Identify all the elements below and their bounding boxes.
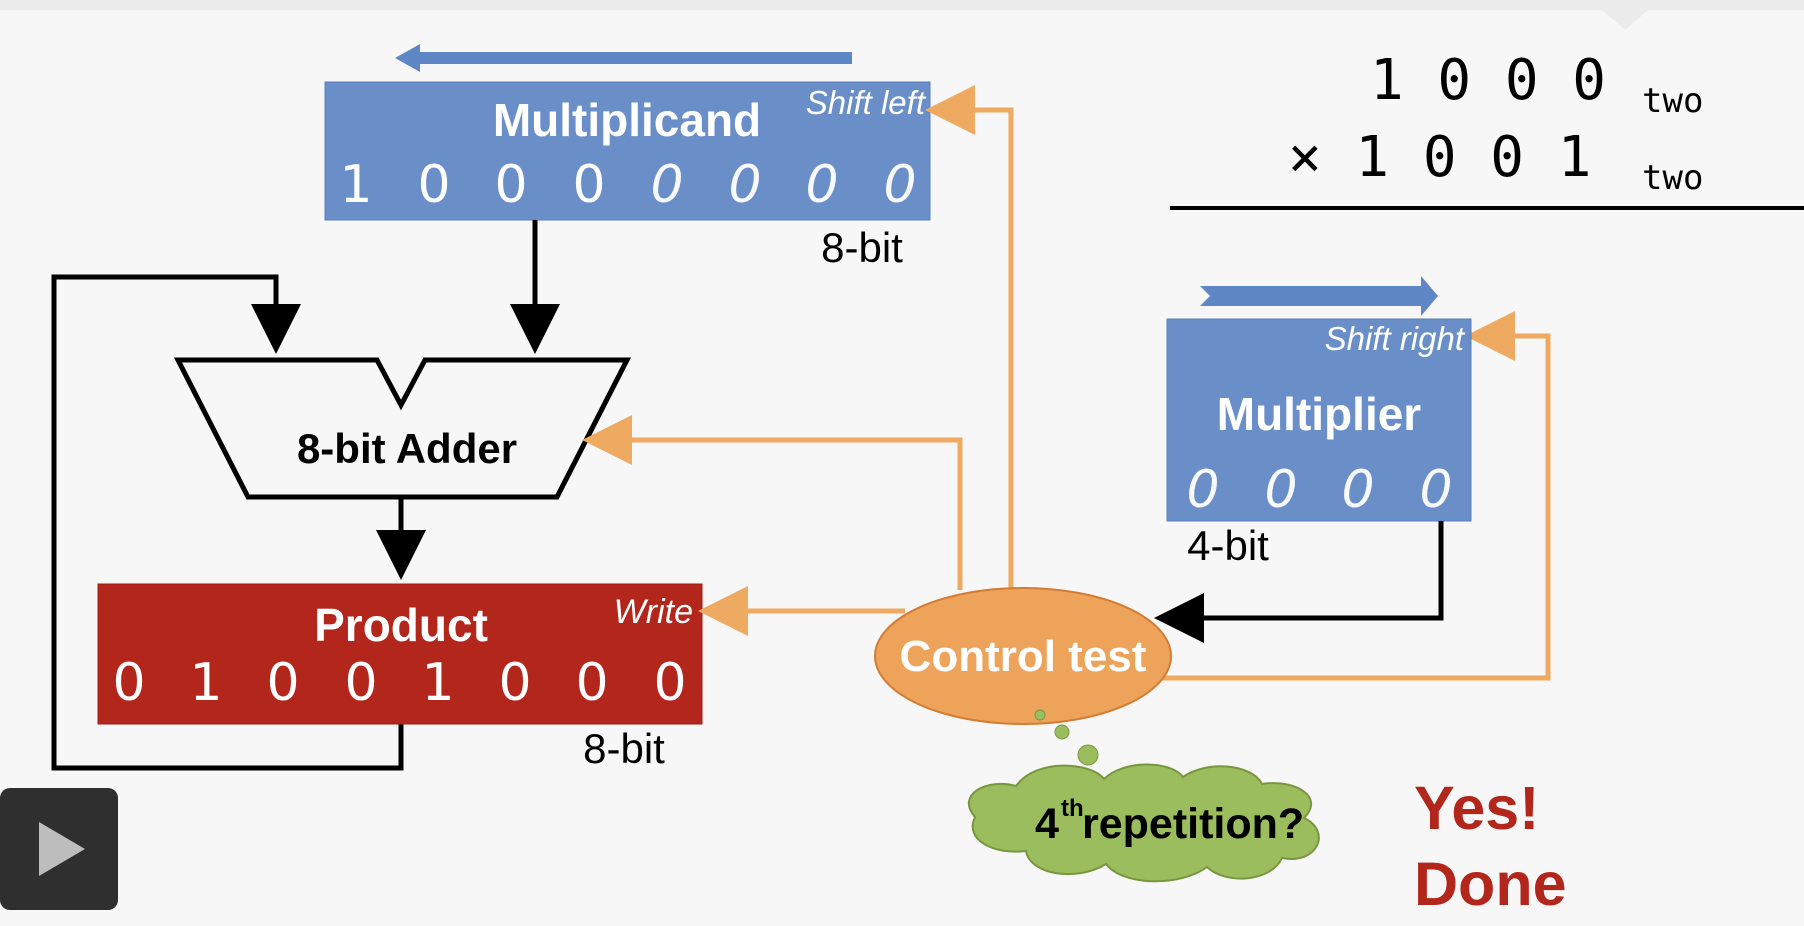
equation-row-1: 1 0 0 0 xyxy=(1370,48,1606,113)
top-edge xyxy=(0,0,1804,10)
yes-label: Yes! xyxy=(1414,774,1540,842)
multiplicand-shift-arrow xyxy=(395,44,852,72)
product-bit: 0 xyxy=(575,653,608,713)
adder-label: 8-bit Adder xyxy=(297,425,517,472)
multiplicand-bit: 0 xyxy=(572,155,605,215)
multiplicand-shift-left-label: Shift left xyxy=(806,84,927,121)
equation-row-2-subscript: two xyxy=(1642,158,1703,198)
control-to-multiplicand-wire xyxy=(925,85,1014,590)
control-to-adder-wire xyxy=(582,415,963,590)
play-button[interactable] xyxy=(0,788,118,910)
multiplier-size-label: 4-bit xyxy=(1187,522,1269,569)
equation-row-2: × 1 0 0 1 xyxy=(1288,125,1591,190)
eight-bit-adder xyxy=(173,357,632,500)
thought-number: 4 xyxy=(1035,800,1059,848)
multiplier-title: Multiplier xyxy=(1217,388,1422,440)
product-register xyxy=(97,583,703,725)
product-bit: 0 xyxy=(498,653,531,713)
corner-decoration xyxy=(1590,0,1660,30)
thought-dot-large xyxy=(1077,744,1099,766)
multiplier-bit: 0 xyxy=(1419,460,1452,520)
thought-superscript: th xyxy=(1061,795,1084,822)
product-write-label: Write xyxy=(614,593,693,631)
product-title: Product xyxy=(314,599,488,651)
product-size-label: 8-bit xyxy=(583,725,665,772)
control-test-label: Control test xyxy=(900,632,1147,681)
multiplicand-bit-shifted: 0 xyxy=(883,155,916,215)
multiplier-register xyxy=(1166,318,1472,522)
multiplicand-bit-shifted: 0 xyxy=(728,155,761,215)
multiplicand-bit: 0 xyxy=(494,155,527,215)
thought-dot-medium xyxy=(1054,724,1070,740)
control-to-multiplier-wire xyxy=(1160,311,1551,681)
product-bit: 0 xyxy=(344,653,377,713)
multiplier-shift-right-label: Shift right xyxy=(1325,320,1466,357)
done-label: Done xyxy=(1414,850,1567,918)
multiplier-to-control-wire xyxy=(1154,521,1444,643)
play-icon xyxy=(39,822,85,876)
multiplier-bit: 0 xyxy=(1341,460,1374,520)
multiplier-shift-arrow xyxy=(1200,276,1438,316)
multiplicand-bit-shifted: 0 xyxy=(650,155,683,215)
thought-dot-small xyxy=(1034,709,1046,721)
product-bit: 1 xyxy=(421,653,454,713)
repetition-cloud xyxy=(967,763,1320,883)
multiplicand-register xyxy=(324,81,931,221)
multiplicand-size-label: 8-bit xyxy=(821,224,903,271)
thought-question: repetition? xyxy=(1082,800,1304,848)
multiplier-bit: 0 xyxy=(1264,460,1297,520)
product-feedback-wire xyxy=(51,274,404,771)
multiplier-bit: 0 xyxy=(1186,460,1219,520)
product-bit: 0 xyxy=(112,653,145,713)
multiplicand-bit: 0 xyxy=(417,155,450,215)
multiplicand-bit-shifted: 0 xyxy=(805,155,838,215)
control-test-ellipse xyxy=(874,587,1172,725)
multiplicand-title: Multiplicand xyxy=(493,94,761,146)
equation-row-1-subscript: two xyxy=(1642,81,1703,121)
product-bit: 1 xyxy=(189,653,222,713)
product-bit: 0 xyxy=(266,653,299,713)
multiplicand-bit: 1 xyxy=(339,155,372,215)
product-bit: 0 xyxy=(653,653,686,713)
